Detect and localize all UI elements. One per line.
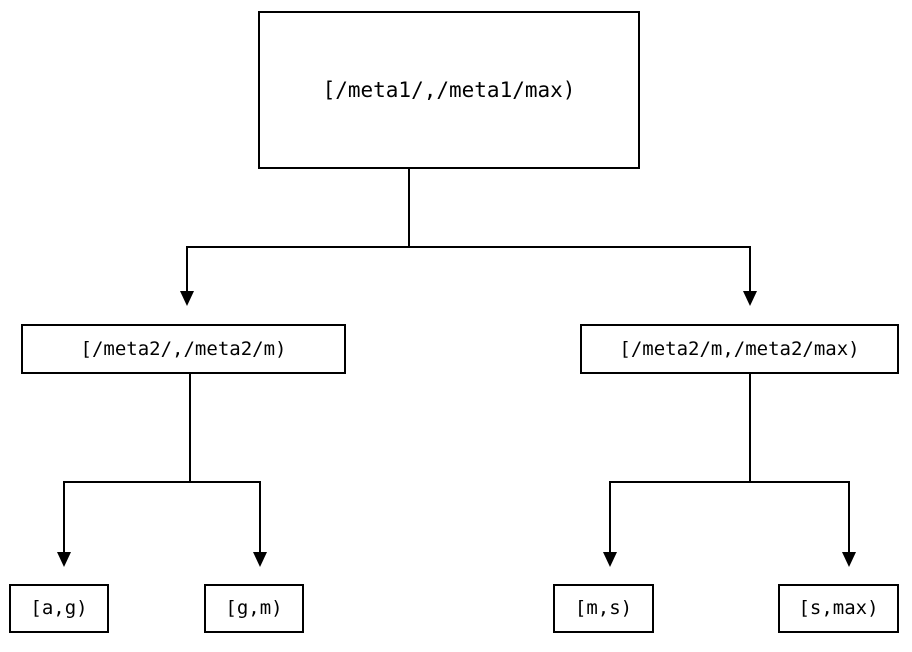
edge-mid-right-to-leaf-ms-drop (609, 481, 611, 553)
edge-mid-left-horizontal-bar (63, 481, 261, 483)
edge-mid-left-to-leaf-gm-drop (259, 481, 261, 553)
edge-mid-right-horizontal-bar (609, 481, 850, 483)
node-leaf-ms[interactable]: [m,s) (553, 584, 654, 633)
node-leaf-smax[interactable]: [s,max) (778, 584, 899, 633)
edge-root-horizontal-bar (186, 246, 751, 248)
arrowhead-down-icon-to-leaf-ms (603, 552, 617, 567)
edge-mid-right-to-leaf-smax-drop (848, 481, 850, 553)
node-mid-right-label: [/meta2/m,/meta2/max) (619, 337, 860, 360)
edge-root-to-mid-right-drop (749, 246, 751, 292)
node-leaf-ms-label: [m,s) (574, 597, 633, 619)
node-mid-left-label: [/meta2/,/meta2/m) (80, 337, 287, 360)
node-leaf-ag-label: [a,g) (30, 597, 88, 619)
edge-mid-right-stem (749, 374, 751, 482)
node-leaf-ag[interactable]: [a,g) (9, 584, 109, 633)
node-mid-right[interactable]: [/meta2/m,/meta2/max) (580, 324, 899, 374)
edge-mid-left-to-leaf-ag-drop (63, 481, 65, 553)
arrowhead-down-icon-to-leaf-gm (253, 552, 267, 567)
node-root[interactable]: [/meta1/,/meta1/max) (258, 11, 640, 169)
node-leaf-gm-label: [g,m) (225, 597, 283, 619)
arrowhead-down-icon-root-to-mid-right (743, 291, 757, 306)
arrowhead-down-icon-root-to-mid-left (180, 291, 194, 306)
node-leaf-gm[interactable]: [g,m) (204, 584, 304, 633)
node-leaf-smax-label: [s,max) (798, 597, 879, 619)
edge-mid-left-stem (189, 374, 191, 482)
node-mid-left[interactable]: [/meta2/,/meta2/m) (21, 324, 346, 374)
arrowhead-down-icon-to-leaf-smax (842, 552, 856, 567)
node-root-label: [/meta1/,/meta1/max) (322, 77, 576, 102)
edge-root-stem (408, 169, 410, 247)
edge-root-to-mid-left-drop (186, 246, 188, 292)
arrowhead-down-icon-to-leaf-ag (57, 552, 71, 567)
